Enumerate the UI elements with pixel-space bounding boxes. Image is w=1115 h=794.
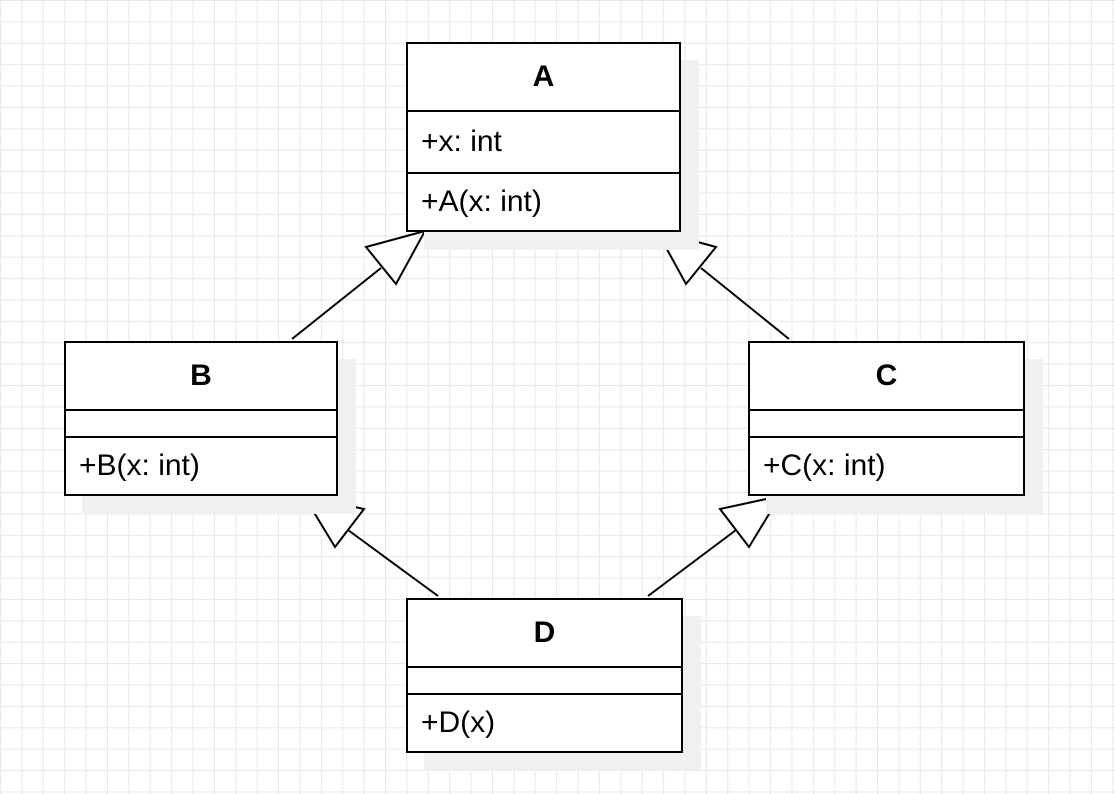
class-d[interactable]: D +D(x) — [406, 598, 683, 753]
class-name: B — [66, 343, 336, 411]
class-c[interactable]: C +C(x: int) — [748, 341, 1025, 496]
class-attributes: +x: int — [408, 112, 679, 174]
class-attributes — [408, 668, 681, 695]
generalization-b-to-a[interactable] — [291, 229, 428, 340]
generalization-d-to-b[interactable] — [301, 494, 439, 597]
class-name: A — [408, 44, 679, 112]
class-operations: +B(x: int) — [79, 449, 200, 482]
generalization-c-to-a[interactable] — [654, 229, 790, 340]
class-name: D — [408, 600, 681, 668]
generalization-d-to-c[interactable] — [647, 494, 783, 597]
class-b[interactable]: B +B(x: int) — [64, 341, 338, 496]
class-operations: +A(x: int) — [421, 185, 542, 218]
class-attributes — [750, 411, 1023, 438]
class-a[interactable]: A +x: int +A(x: int) — [406, 42, 681, 232]
class-operations: +D(x) — [421, 706, 496, 739]
class-operations: +C(x: int) — [763, 449, 886, 482]
class-attributes — [66, 411, 336, 438]
class-name: C — [750, 343, 1023, 411]
